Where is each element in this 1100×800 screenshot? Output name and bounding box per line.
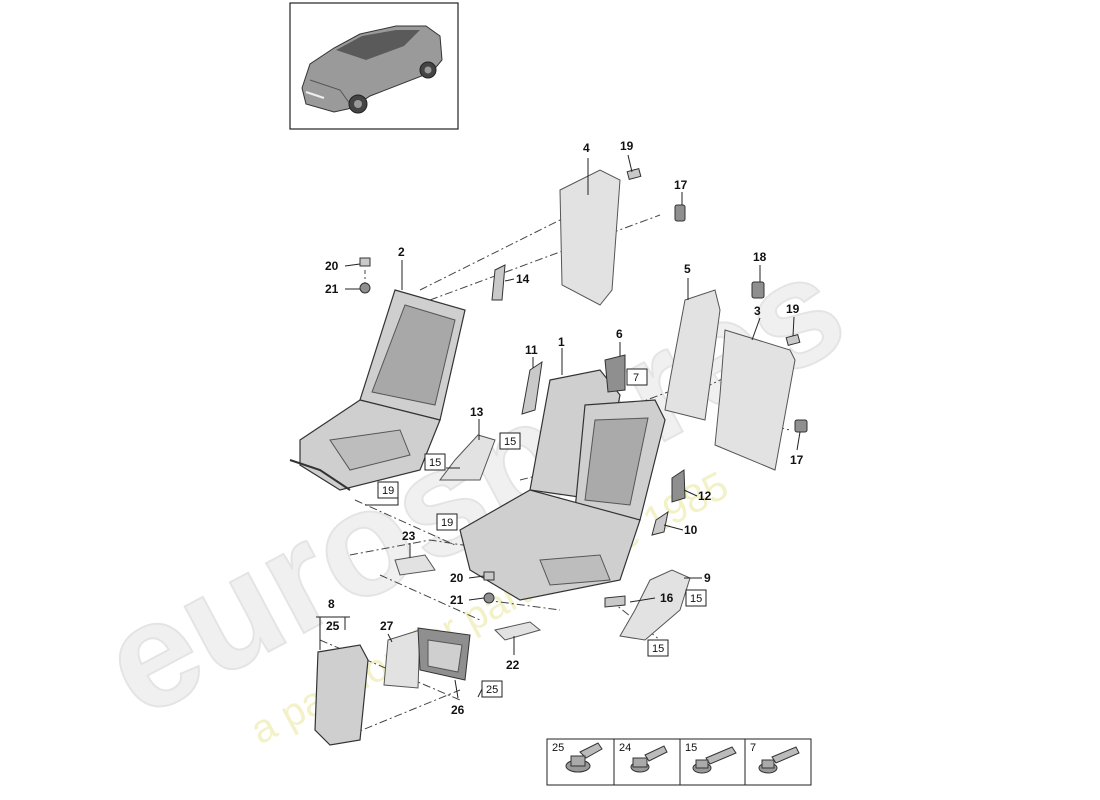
callout-13[interactable]: 13	[470, 405, 484, 419]
vehicle-thumbnail	[289, 2, 459, 130]
cover-9	[619, 569, 691, 641]
boxed-callout-19-a[interactable]: 19	[377, 481, 399, 499]
callout-12[interactable]: 12	[698, 489, 712, 503]
callout-14[interactable]: 14	[516, 272, 530, 286]
clip-20-center	[483, 571, 495, 581]
trim-11	[521, 360, 543, 415]
callout-2[interactable]: 2	[398, 245, 405, 259]
expansion-rivet-icon	[692, 746, 737, 774]
callout-19-right[interactable]: 19	[786, 302, 800, 316]
callout-3[interactable]: 3	[754, 304, 761, 318]
svg-text:15: 15	[690, 593, 702, 605]
seat-frame-1	[459, 369, 666, 601]
callout-labels: 1 2 3 4 5 6 8 9 10 11 12 13 14 16 17 17 …	[316, 139, 804, 717]
callout-21-left[interactable]: 21	[325, 282, 339, 296]
boxed-callout-25[interactable]: 25	[481, 680, 503, 698]
legend-num-7: 7	[750, 742, 756, 754]
boxed-callout-15-a[interactable]: 15	[499, 432, 521, 450]
callout-20-left[interactable]: 20	[325, 259, 339, 273]
callout-18[interactable]: 18	[753, 250, 767, 264]
screw-icon	[758, 746, 800, 774]
callout-16[interactable]: 16	[660, 591, 674, 605]
callout-1[interactable]: 1	[558, 335, 565, 349]
bracket-10	[651, 510, 669, 536]
svg-text:15: 15	[504, 436, 516, 448]
boxed-callout-19-b[interactable]: 19	[436, 513, 458, 531]
car-icon	[301, 25, 443, 114]
callout-20-center[interactable]: 20	[450, 571, 464, 585]
clip-17-right	[794, 419, 808, 433]
clip-19-right	[785, 333, 801, 347]
callout-8[interactable]: 8	[328, 597, 335, 611]
callout-5[interactable]: 5	[684, 262, 691, 276]
boxed-callout-15-c[interactable]: 15	[685, 589, 707, 607]
trim-27	[383, 629, 421, 689]
flange-bolt-icon	[565, 742, 603, 773]
boxed-callout-15-b[interactable]: 15	[424, 453, 446, 471]
hex-bolt-icon	[630, 745, 668, 773]
bracket-14	[491, 264, 506, 301]
clip-20-left	[359, 257, 371, 267]
clip-17-top	[674, 204, 686, 222]
latch-6	[604, 354, 626, 393]
fastener-legend: 25 24 15 7	[546, 738, 812, 786]
callout-19-top[interactable]: 19	[620, 139, 634, 153]
callout-17-right[interactable]: 17	[790, 453, 804, 467]
callout-21-center[interactable]: 21	[450, 593, 464, 607]
watermark-brand: eurospares	[76, 220, 869, 748]
callout-23[interactable]: 23	[402, 529, 416, 543]
seat-frame-2	[289, 289, 466, 491]
callout-26[interactable]: 26	[451, 703, 465, 717]
clip-18	[751, 281, 765, 299]
legend-num-15: 15	[685, 742, 697, 754]
callout-4[interactable]: 4	[583, 141, 590, 155]
clip-16	[604, 595, 626, 608]
callout-27[interactable]: 27	[380, 619, 394, 633]
watermark: eurospares a passion for parts since 198…	[75, 219, 870, 753]
svg-text:19: 19	[382, 485, 394, 497]
nut-21-center	[483, 592, 495, 604]
boxed-callouts: 7 15 15 15 15 19 19 25	[365, 368, 707, 698]
legend-num-25: 25	[552, 742, 564, 754]
rail-22	[494, 621, 542, 641]
nut-21-left	[359, 282, 371, 294]
callout-22[interactable]: 22	[506, 658, 520, 672]
callout-9[interactable]: 9	[704, 571, 711, 585]
leader-lines	[319, 154, 801, 699]
svg-text:19: 19	[441, 517, 453, 529]
backrest-panel-4	[559, 169, 621, 306]
svg-text:15: 15	[429, 457, 441, 469]
bracket-12	[671, 469, 686, 503]
svg-text:7: 7	[633, 372, 639, 384]
callout-10[interactable]: 10	[684, 523, 698, 537]
callout-25[interactable]: 25	[326, 619, 340, 633]
callout-6[interactable]: 6	[616, 327, 623, 341]
callout-11[interactable]: 11	[525, 343, 538, 357]
backrest-panel-5	[664, 289, 721, 421]
svg-text:25: 25	[486, 684, 498, 696]
svg-text:15: 15	[652, 643, 664, 655]
boxed-callout-15-d[interactable]: 15	[647, 639, 669, 657]
legend-num-24: 24	[619, 742, 631, 754]
trim-13	[439, 434, 496, 481]
armrest-8	[314, 644, 369, 746]
boxed-callout-7[interactable]: 7	[626, 368, 648, 386]
callout-17-top[interactable]: 17	[674, 178, 688, 192]
rail-23	[394, 554, 436, 576]
backrest-panel-3	[714, 329, 796, 471]
clip-19-top	[626, 167, 642, 181]
